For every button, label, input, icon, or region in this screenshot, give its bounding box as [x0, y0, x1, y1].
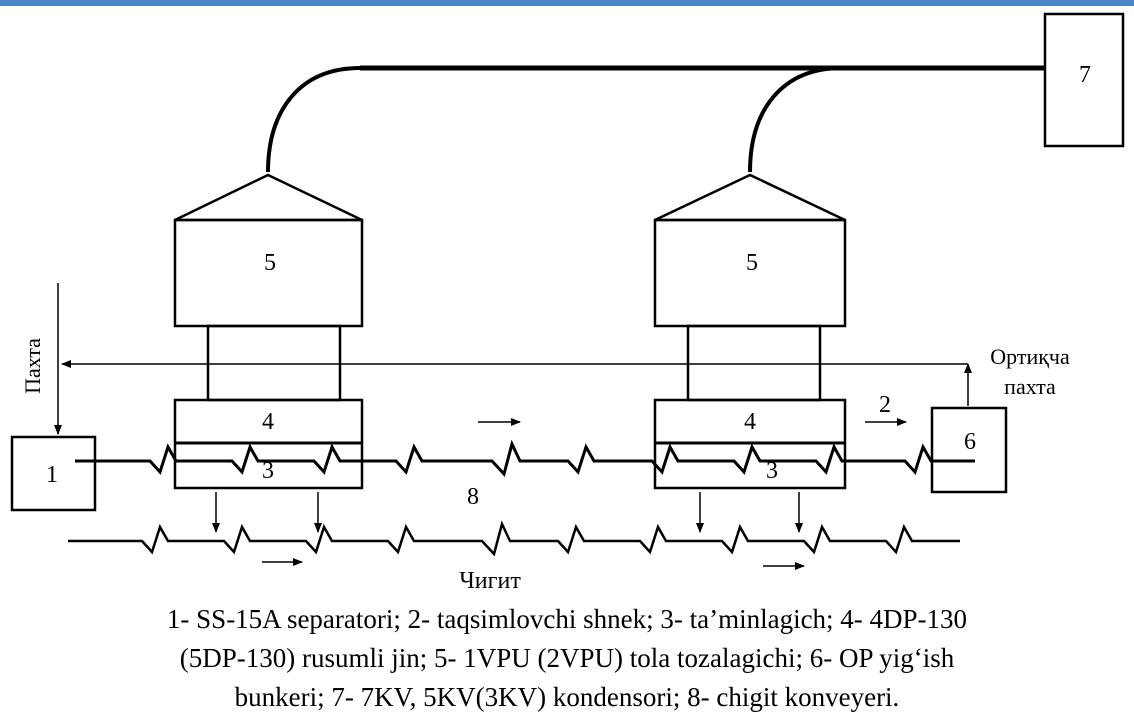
gin-4-left-label: 4 — [262, 409, 274, 435]
excess-cotton-label-1: Ортиқча — [990, 344, 1070, 369]
auger-2-label: 2 — [879, 392, 891, 418]
hood-left — [174, 173, 363, 222]
neck-right — [686, 324, 822, 402]
seeds-label: Чигит — [459, 568, 521, 594]
condenser-7-box — [1043, 12, 1125, 148]
cleaner-5-left-label: 5 — [264, 250, 276, 276]
separator-1-label: 1 — [46, 462, 58, 488]
gin-4-right-label: 4 — [744, 409, 756, 435]
condenser-7-label: 7 — [1079, 62, 1091, 88]
air-duct-left-branch — [266, 66, 361, 173]
top-border — [0, 0, 1134, 6]
caption-line-3: bunkeri; 7- 7KV, 5KV(3KV) kondensori; 8-… — [234, 682, 900, 712]
cleaner-5-right-label: 5 — [746, 250, 758, 276]
separator-1-box — [10, 435, 97, 512]
hood-right — [654, 173, 846, 222]
process-diagram: 7 5 4 3 5 4 3 1 6 Пахта Ортиқча пахта 2 … — [10, 12, 1125, 594]
conveyor-8-label: 8 — [467, 484, 479, 510]
caption-line-2: (5DP-130) rusumli jin; 5- 1VPU (2VPU) to… — [179, 643, 955, 673]
excess-cotton-label-2: пахта — [1004, 374, 1056, 399]
bunker-6-label: 6 — [964, 429, 976, 455]
neck-left — [206, 324, 342, 402]
cotton-inlet-label: Пахта — [20, 338, 45, 394]
figure-caption: 1- SS-15A separatori; 2- taqsimlovchi sh… — [0, 600, 1134, 717]
caption-line-1: 1- SS-15A separatori; 2- taqsimlovchi sh… — [166, 604, 968, 634]
feeder-3-left-label: 3 — [262, 458, 274, 484]
seed-conveyor-8 — [68, 520, 960, 557]
air-duct-right-branch — [748, 66, 843, 173]
distribution-auger-2 — [75, 439, 975, 478]
bunker-6-box — [930, 406, 1008, 494]
feeder-3-right-label: 3 — [766, 458, 778, 484]
